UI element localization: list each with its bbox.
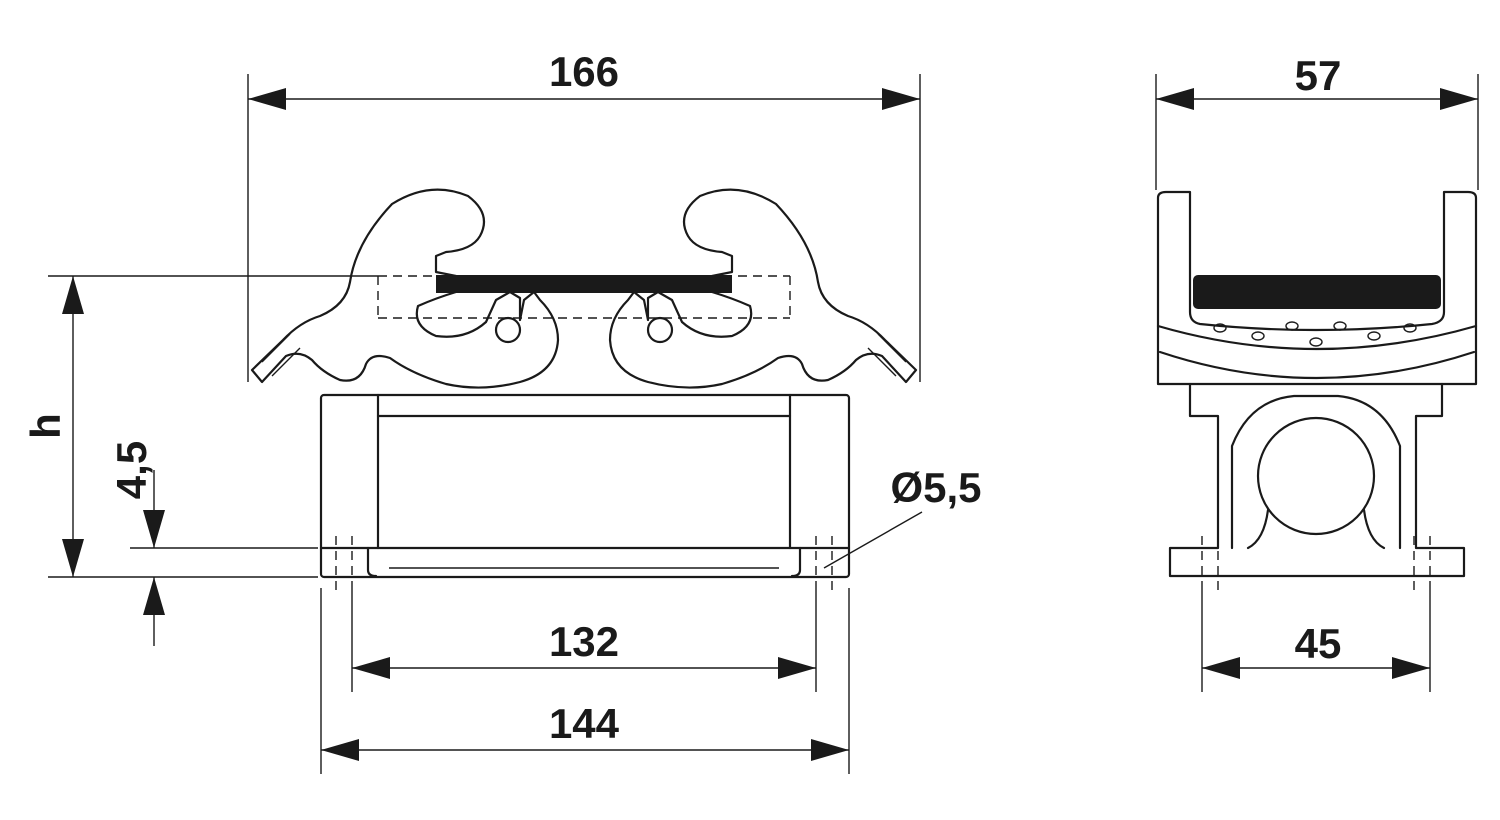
dimension-lines [48, 74, 1479, 774]
dim-fixing-distance: 132 [549, 618, 619, 665]
side-lever-curve [1156, 324, 1478, 351]
side-arch-fillets [1246, 508, 1386, 550]
side-lever-frame [1156, 190, 1478, 386]
side-lever-lower-curve [1158, 350, 1476, 380]
dim-height: h [22, 413, 69, 439]
dim-hole-diameter: Ø5,5 [890, 464, 981, 511]
dim-side-width: 57 [1295, 52, 1342, 99]
side-rivets [1213, 321, 1417, 347]
side-cable-arch [1230, 394, 1402, 550]
side-housing-body [1168, 382, 1466, 578]
front-left-lever [250, 188, 560, 389]
dim-base-thickness: 4,5 [108, 441, 155, 499]
front-right-pin [646, 316, 674, 344]
front-lever-grips [261, 333, 907, 377]
front-left-pin [494, 316, 522, 344]
front-flange-steps [366, 546, 802, 578]
side-locking-bar [1193, 275, 1441, 309]
side-view [1156, 190, 1478, 590]
front-view [250, 188, 918, 590]
dim-side-fixing-distance: 45 [1295, 620, 1342, 667]
front-housing-body [319, 393, 851, 579]
side-cable-entry [1256, 416, 1376, 536]
dim-overall-width: 166 [549, 48, 619, 95]
front-right-lever [608, 188, 918, 389]
dim-base-width: 144 [549, 700, 620, 747]
front-locking-bar [436, 275, 732, 293]
